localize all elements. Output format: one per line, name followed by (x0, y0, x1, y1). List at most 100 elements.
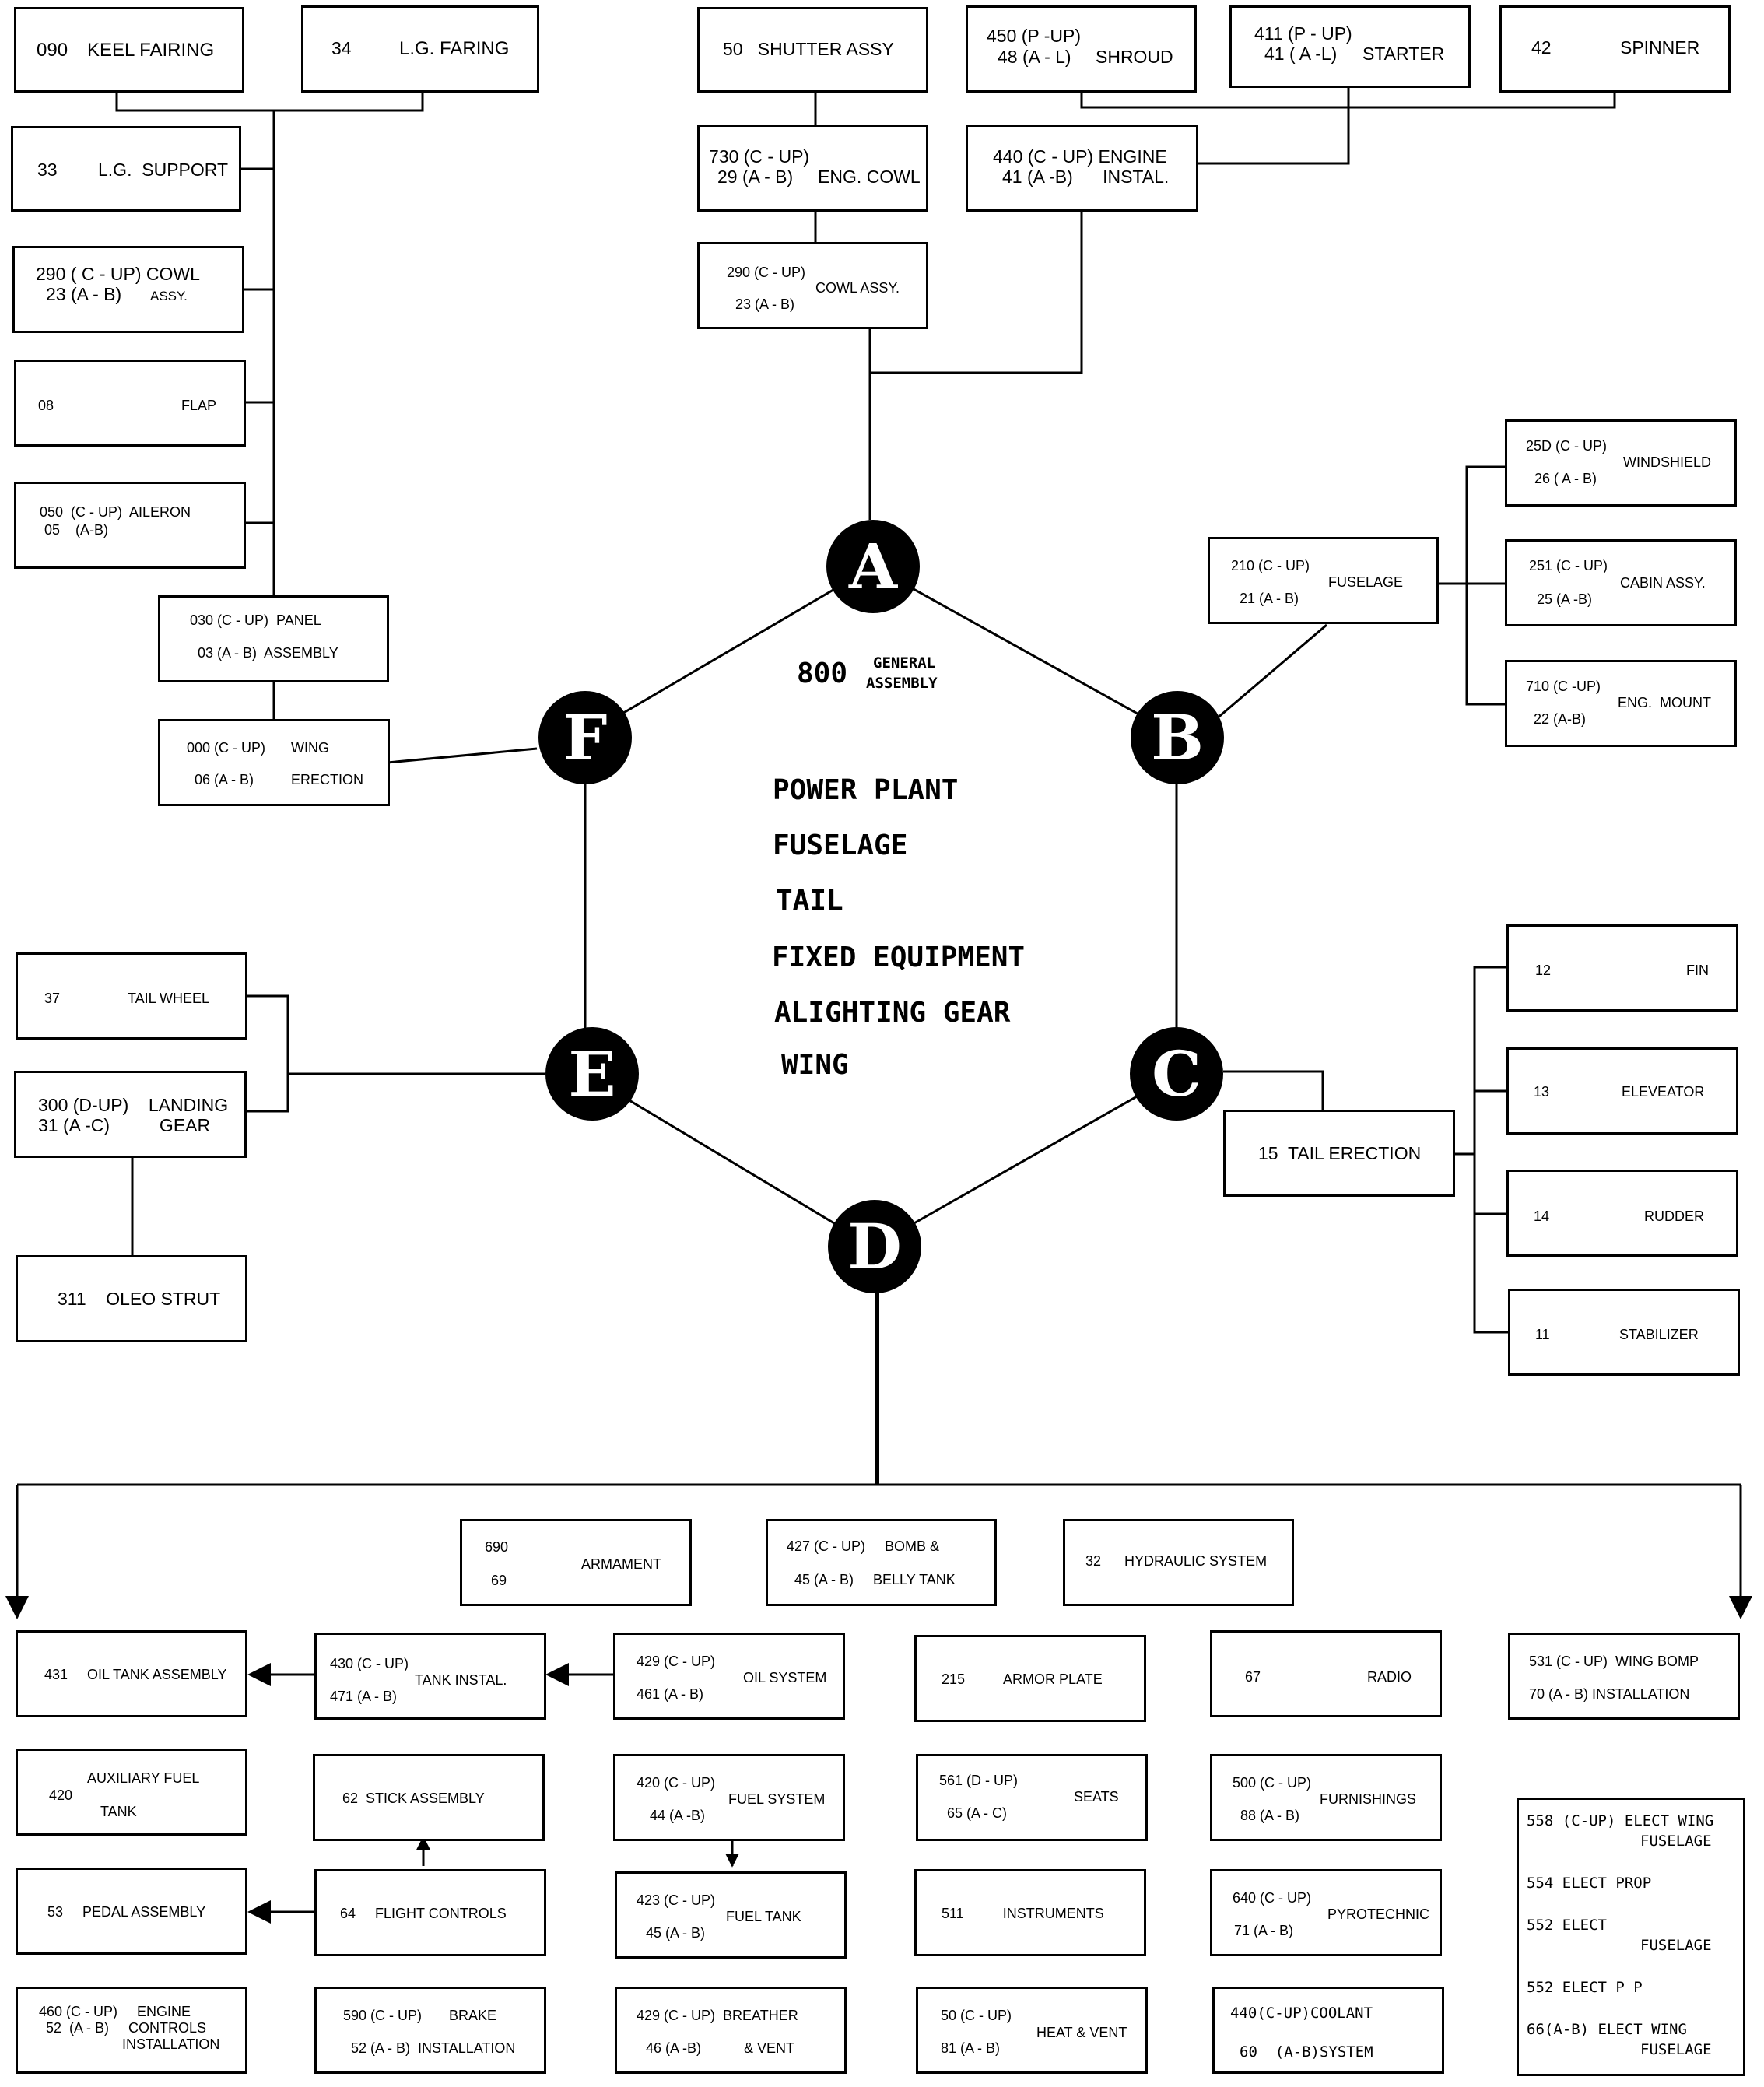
part-number-a-b: 41 (A -B) INSTAL. (1002, 167, 1170, 187)
elect-wing-fuselage-ab-label-cont: FUSELAGE (1640, 2041, 1712, 2058)
part-number: 37 (44, 991, 61, 1006)
hub-b: B (1131, 691, 1224, 784)
box-auxiliary-fuel-tank: AUXILIARY FUEL 420 TANK (16, 1749, 247, 1836)
part-number-a-b: 25 (A -B) (1537, 591, 1593, 607)
box-brake-installation: 590 (C - UP) BRAKE 52 (A - B) INSTALLATI… (314, 1987, 546, 2074)
part-number-a-b: 52 (A - B) CONTROLS (46, 2020, 207, 2036)
part-label: OIL SYSTEM (743, 1670, 827, 1685)
part-label: COWL ASSY. (815, 280, 900, 296)
part-number-a-l: 41 ( A -L) (1264, 44, 1338, 64)
box-cowl-assy-center: 290 (C - UP) COWL ASSY. 23 (A - B) (697, 242, 928, 329)
part-number-a-b: 88 (A - B) (1240, 1808, 1300, 1823)
box-fuel-tank: 423 (C - UP) FUEL TANK 45 (A - B) (615, 1871, 847, 1959)
box-starter: 411 (P - UP) 41 ( A -L) STARTER (1229, 5, 1471, 88)
part-number-a-b: 23 (A - B) (735, 296, 795, 312)
part-number-a-b: 52 (A - B) INSTALLATION (351, 2040, 516, 2056)
box-landing-gear: 300 (D-UP) LANDING 31 (A -C) GEAR (14, 1071, 247, 1158)
part-label: CABIN ASSY. (1620, 575, 1706, 591)
box-flight-controls: 64 FLIGHT CONTROLS (314, 1869, 546, 1956)
category-wing: WING (781, 1049, 849, 1081)
box-breather-vent: 429 (C - UP) BREATHER 46 (A -B) & VENT (615, 1987, 847, 2074)
box-oil-tank-assembly: 431 OIL TANK ASSEMBLY (16, 1630, 247, 1717)
hub-a: A (826, 520, 920, 613)
part-number-c-up: 210 (C - UP) (1231, 558, 1310, 573)
part-label: SEATS (1074, 1789, 1119, 1805)
part-number-a-b: 70 (A - B) INSTALLATION (1529, 1686, 1690, 1702)
part-number-c-up: 500 (C - UP) (1233, 1775, 1312, 1791)
part-label: HEAT & VENT (1036, 2025, 1127, 2040)
part-label: STABILIZER (1619, 1327, 1699, 1342)
hub-d: D (828, 1200, 921, 1293)
elect-wing-fuselage-label: 558 (C-UP) ELECT WING (1527, 1812, 1714, 1829)
category-tail: TAIL (776, 885, 843, 917)
part-number-c-up: 531 (C - UP) WING BOMP (1529, 1654, 1699, 1669)
elect-fuselage-label: 552 ELECT (1527, 1917, 1607, 1934)
part-label: 53 PEDAL ASSEMBLY (47, 1904, 206, 1920)
part-number-a-b: 21 (A - B) (1240, 591, 1299, 606)
part-number-a-b: 81 (A - B) (941, 2040, 1001, 2056)
part-label-1: AUXILIARY FUEL (87, 1770, 200, 1786)
box-fuel-system: 420 (C - UP) FUEL SYSTEM 44 (A -B) (613, 1754, 845, 1841)
box-instruments: 511 INSTRUMENTS (914, 1869, 1146, 1956)
part-label: ENG. MOUNT (1618, 695, 1711, 710)
box-aileron: 050 (C - UP) AILERON 05 (A-B) (14, 482, 246, 569)
category-alighting-gear: ALIGHTING GEAR (774, 997, 1011, 1029)
part-label: STARTER (1362, 44, 1445, 64)
box-electrical-list: 558 (C-UP) ELECT WING FUSELAGE 554 ELECT… (1517, 1798, 1745, 2076)
part-number-p-up: 411 (P - UP) (1254, 23, 1352, 44)
part-label: ASSY. (150, 289, 188, 303)
part-number-a-b: 71 (A - B) (1234, 1923, 1294, 1938)
part-label: 64 FLIGHT CONTROLS (340, 1906, 507, 1921)
part-number-c-up: 427 (C - UP) BOMB & (787, 1538, 940, 1554)
box-tank-instal: 430 (C - UP) TANK INSTAL. 471 (A - B) (314, 1633, 546, 1720)
part-label: WINDSHIELD (1623, 454, 1712, 470)
part-label: 62 STICK ASSEMBLY (342, 1791, 485, 1806)
part-label: TANK INSTAL. (415, 1672, 507, 1688)
box-keel-fairing: 090 KEEL FAIRING (14, 7, 244, 93)
box-bomb-belly-tank: 427 (C - UP) BOMB & 45 (A - B) BELLY TAN… (766, 1519, 997, 1606)
elect-prop-label: 554 ELECT PROP (1527, 1875, 1652, 1892)
part-number: 34 (331, 38, 352, 58)
part-label: KEEL FAIRING (87, 40, 215, 61)
part-number-a-b: 06 (A - B) (195, 772, 254, 787)
box-elevator: 13 ELEVEATOR (1506, 1047, 1738, 1135)
part-label-2: ERECTION (291, 772, 364, 787)
part-number-a-b: 23 (A - B) (46, 284, 122, 304)
part-label: 32 HYDRAULIC SYSTEM (1085, 1553, 1268, 1569)
part-number-a-c: 31 (A -C) GEAR (38, 1115, 211, 1135)
part-number-a-b: 29 (A - B) ENG. COWL (717, 167, 921, 187)
general-assembly-number: 800 (797, 658, 848, 689)
part-label: FLAP (181, 398, 217, 413)
part-label-2: TANK (100, 1804, 137, 1819)
box-oleo-strut: 311 OLEO STRUT (16, 1255, 247, 1342)
box-flap: 08 FLAP (14, 360, 246, 447)
part-label: 431 OIL TANK ASSEMBLY (44, 1667, 227, 1682)
part-number-a-l: 48 (A - L) (998, 47, 1071, 67)
box-furnishings: 500 (C - UP) FURNISHINGS 88 (A - B) (1210, 1754, 1442, 1841)
elect-fuselage-label-cont: FUSELAGE (1640, 1937, 1712, 1954)
part-label: FUSELAGE (1328, 574, 1404, 590)
part-number-a-b: 26 ( A - B) (1534, 471, 1597, 486)
elect-wing-fuselage-label-cont: FUSELAGE (1640, 1833, 1712, 1850)
box-wing-erection: 000 (C - UP) WING 06 (A - B) ERECTION (158, 719, 390, 806)
box-cowl-assy-left: 290 ( C - UP) COWL 23 (A - B) ASSY. (12, 246, 244, 333)
part-number-d-up: 561 (D - UP) (939, 1773, 1019, 1788)
box-tail-erection: 15 TAIL ERECTION (1223, 1110, 1455, 1197)
box-tail-wheel: 37 TAIL WHEEL (16, 952, 247, 1040)
box-fuselage: 210 (C - UP) FUSELAGE 21 (A - B) (1208, 537, 1439, 624)
part-number-c-up: 730 (C - UP) (709, 146, 810, 167)
part-number-c-up: 251 (C - UP) (1529, 558, 1608, 573)
box-oil-system: 429 (C - UP) OIL SYSTEM 461 (A - B) (613, 1633, 845, 1720)
part-number-c-up: 000 (C - UP) (187, 740, 266, 756)
box-engine-instal: 440 (C - UP) ENGINE 41 (A -B) INSTAL. (966, 125, 1198, 212)
part-number-c-up: 420 (C - UP) (637, 1775, 716, 1791)
part-number: 420 (49, 1787, 73, 1803)
part-number-1: 690 (485, 1539, 509, 1555)
part-number-c-up: 640 (C - UP) (1233, 1890, 1312, 1906)
part-label: 15 TAIL ERECTION (1258, 1143, 1422, 1163)
part-number-c-up: 290 ( C - UP) COWL (36, 264, 200, 284)
general-assembly-label-1: GENERAL (873, 654, 936, 672)
box-eng-cowl: 730 (C - UP) 29 (A - B) ENG. COWL (697, 125, 928, 212)
box-hydraulic-system: 32 HYDRAULIC SYSTEM (1063, 1519, 1294, 1606)
box-pedal-assembly: 53 PEDAL ASSEMBLY (16, 1868, 247, 1955)
